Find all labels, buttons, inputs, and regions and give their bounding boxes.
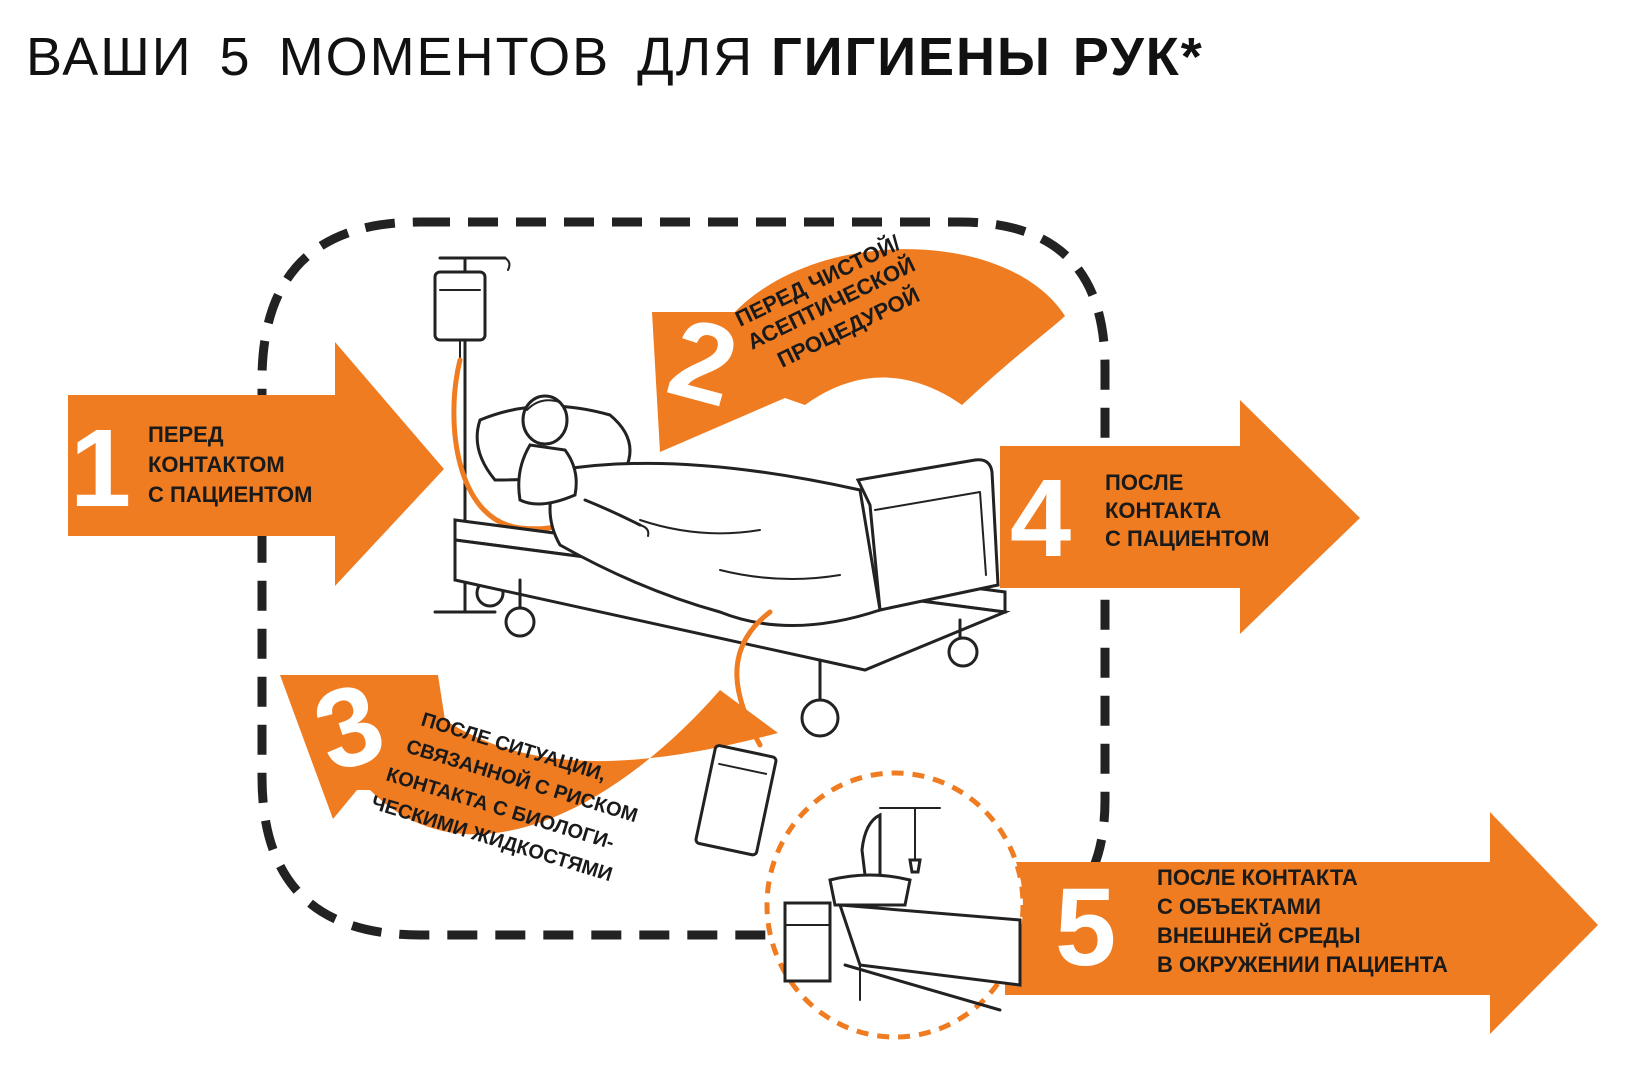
- moment-5-number: 5: [1055, 866, 1116, 989]
- patient-bed-illustration: [433, 256, 1011, 857]
- svg-text:ПЕРЕД: ПЕРЕД: [148, 422, 224, 447]
- svg-text:С ПАЦИЕНТОМ: С ПАЦИЕНТОМ: [1105, 526, 1269, 551]
- moment-3-arrow: [280, 675, 778, 835]
- patient-surroundings-illustration: [783, 807, 1022, 1012]
- svg-text:ВНЕШНЕЙ СРЕДЫ: ВНЕШНЕЙ СРЕДЫ: [1157, 923, 1361, 948]
- moment-1-arrow: [68, 342, 444, 586]
- svg-text:ПОСЛЕ: ПОСЛЕ: [1105, 470, 1183, 495]
- title-bold: ГИГИЕНЫ РУК*: [771, 27, 1204, 87]
- moment-2-label: ПЕРЕД ЧИСТОЙ/ АСЕПТИЧЕСКОЙ ПРОЦЕДУРОЙ: [731, 230, 923, 372]
- bedside-table-icon: [783, 901, 832, 983]
- svg-text:ПОСЛЕ КОНТАКТА: ПОСЛЕ КОНТАКТА: [1157, 865, 1358, 890]
- svg-text:С ОБЪЕКТАМИ: С ОБЪЕКТАМИ: [1157, 894, 1321, 919]
- moment-2-arrow: [652, 249, 1065, 452]
- title-regular: ВАШИ 5 МОМЕНТОВ ДЛЯ: [26, 27, 755, 87]
- svg-text:В ОКРУЖЕНИИ ПАЦИЕНТА: В ОКРУЖЕНИИ ПАЦИЕНТА: [1157, 952, 1448, 977]
- svg-text:С ПАЦИЕНТОМ: С ПАЦИЕНТОМ: [148, 482, 312, 507]
- iv-bag-icon: [433, 270, 487, 342]
- moment-4-arrow: [1000, 400, 1360, 634]
- moment-4-label: ПОСЛЕ КОНТАКТА С ПАЦИЕНТОМ: [1105, 470, 1269, 551]
- moment-1-number: 1: [70, 407, 131, 530]
- moment-5-arrow: [1005, 812, 1598, 1034]
- svg-text:КОНТАКТА: КОНТАКТА: [1105, 498, 1221, 523]
- patient-head-icon: [521, 394, 569, 446]
- patient-zone-boundary: [257, 217, 1110, 940]
- svg-text:КОНТАКТОМ: КОНТАКТОМ: [148, 452, 285, 477]
- moment-4-number: 4: [1010, 457, 1071, 580]
- page-title: ВАШИ 5 МОМЕНТОВ ДЛЯ ГИГИЕНЫ РУК*: [26, 22, 1204, 92]
- moment-1-label: ПЕРЕД КОНТАКТОМ С ПАЦИЕНТОМ: [148, 422, 312, 507]
- moment-5-label: ПОСЛЕ КОНТАКТА С ОБЪЕКТАМИ ВНЕШНЕЙ СРЕДЫ…: [1157, 865, 1448, 977]
- drainage-bag-icon: [694, 744, 778, 857]
